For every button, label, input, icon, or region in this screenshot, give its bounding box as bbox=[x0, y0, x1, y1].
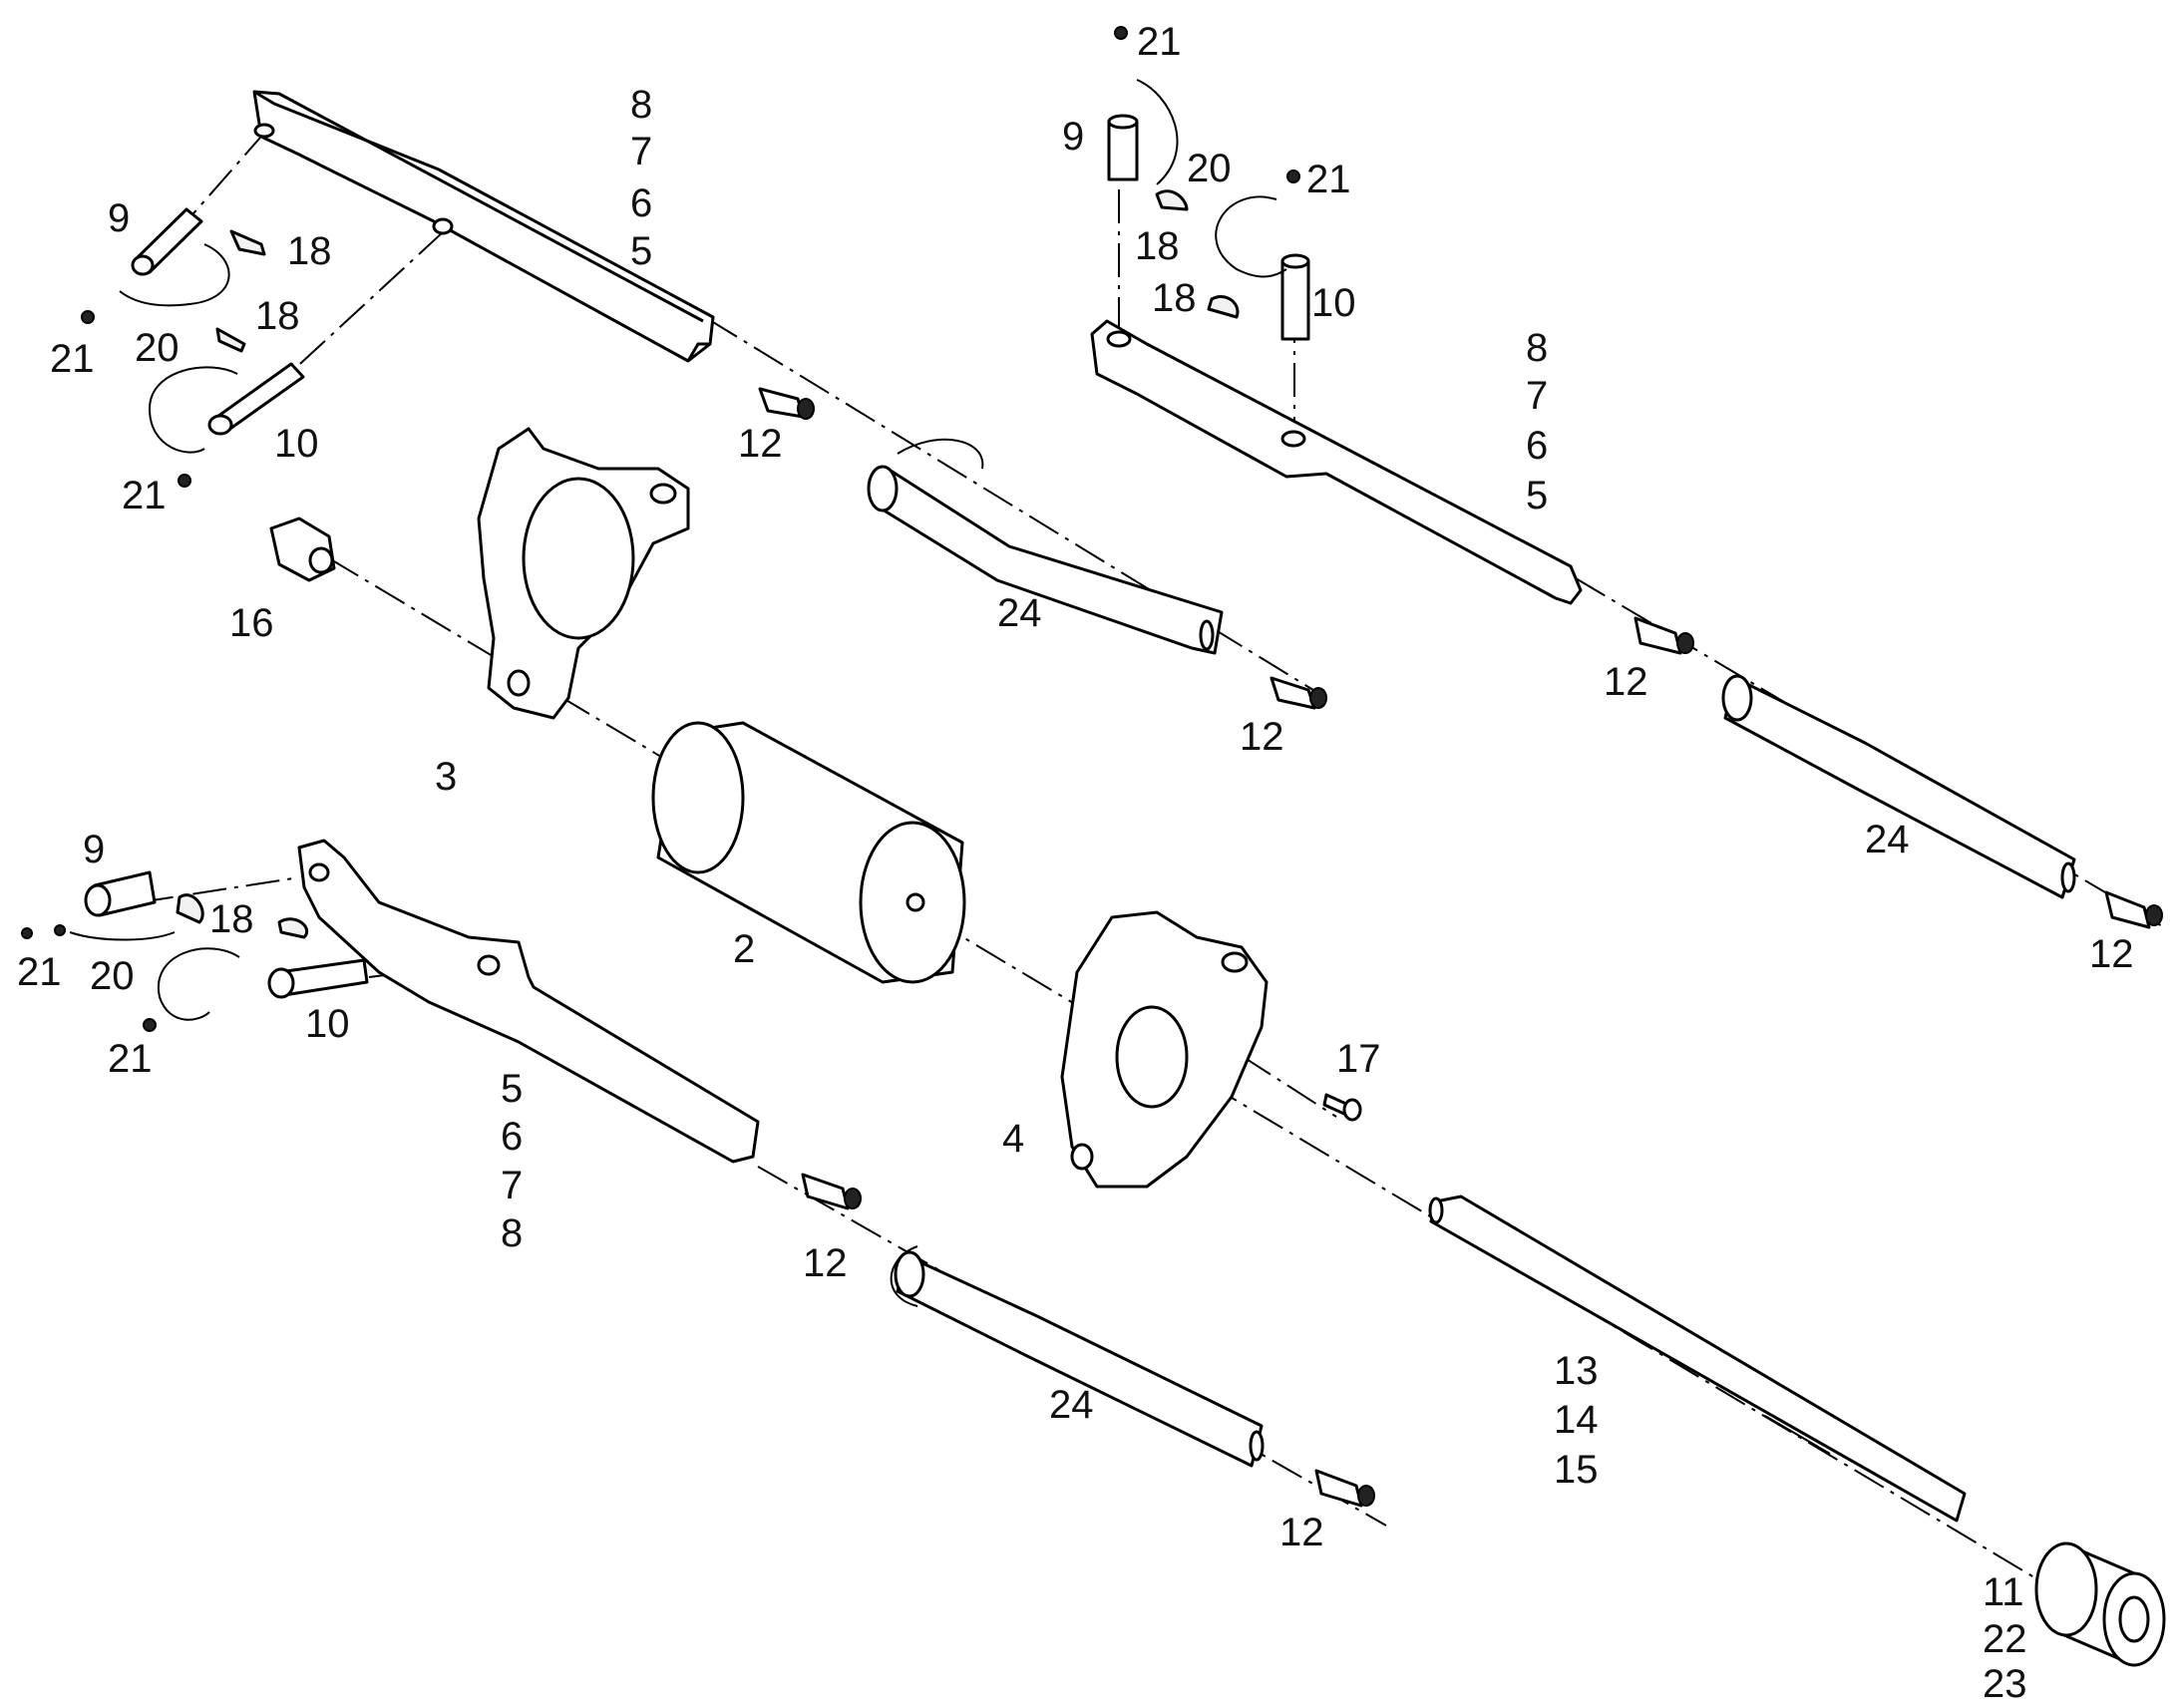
label-c1: 12 bbox=[738, 422, 783, 466]
label-k2: 17 bbox=[1336, 1037, 1381, 1081]
lever-arm-top-left bbox=[252, 90, 715, 363]
label-c3: 12 bbox=[1240, 715, 1284, 759]
label-i2: 6 bbox=[501, 1115, 523, 1159]
label-d3: 20 bbox=[1187, 147, 1232, 190]
lanyard-20-top-right bbox=[1136, 79, 1287, 278]
label-j3: 12 bbox=[1279, 1511, 1324, 1554]
label-l1: 13 bbox=[1554, 1349, 1599, 1393]
cylinder-24-bottom-center bbox=[890, 1245, 1265, 1468]
label-l3: 15 bbox=[1554, 1448, 1599, 1492]
screws-21-top-right bbox=[1114, 26, 1300, 183]
label-i1: 5 bbox=[501, 1067, 523, 1111]
label-b5: 21 bbox=[50, 337, 95, 381]
label-h6: 21 bbox=[108, 1037, 153, 1081]
label-m2: 22 bbox=[1983, 1617, 2027, 1661]
label-f3: 12 bbox=[2089, 932, 2134, 976]
label-j1: 12 bbox=[803, 1241, 848, 1285]
label-d7: 10 bbox=[1311, 281, 1356, 325]
nut-16 bbox=[269, 516, 336, 582]
fitting-12-bottom-b bbox=[1314, 1469, 1375, 1508]
part-labels: 8 7 6 5 9 18 18 20 21 10 21 12 24 12 21 … bbox=[17, 20, 2134, 1706]
label-m3: 23 bbox=[1983, 1662, 2027, 1706]
flange-4 bbox=[1060, 910, 1269, 1189]
clip-18-bottom-left bbox=[176, 893, 308, 939]
label-e2: 7 bbox=[1526, 374, 1548, 418]
label-i3: 7 bbox=[501, 1164, 523, 1207]
fitting-12-top-center-b bbox=[1270, 676, 1327, 710]
label-h2: 18 bbox=[209, 897, 254, 941]
label-d2: 9 bbox=[1062, 115, 1084, 159]
flange-3 bbox=[477, 427, 690, 720]
label-a2: 7 bbox=[630, 130, 652, 173]
label-h4: 20 bbox=[90, 954, 135, 998]
lever-arm-top-right bbox=[1090, 319, 1583, 605]
shaft-13 bbox=[1428, 1195, 1967, 1523]
label-m1: 11 bbox=[1983, 1570, 2024, 1614]
lanyard-20-bottom-left bbox=[69, 931, 240, 1021]
clip-18-top-left-b bbox=[215, 327, 246, 353]
label-g2: 3 bbox=[435, 755, 457, 799]
fitting-12-bottom-a bbox=[801, 1173, 862, 1210]
label-d6: 18 bbox=[1152, 276, 1197, 320]
label-a4: 5 bbox=[630, 229, 652, 273]
label-e4: 5 bbox=[1526, 474, 1548, 517]
label-a3: 6 bbox=[630, 181, 652, 225]
label-e3: 6 bbox=[1526, 424, 1548, 468]
label-b7: 21 bbox=[122, 474, 167, 517]
label-j2: 24 bbox=[1049, 1383, 1094, 1427]
screws-21-bottom-left bbox=[21, 924, 157, 1032]
clip-18-top-left-a bbox=[229, 229, 266, 256]
fitting-12-top-center-a bbox=[758, 387, 815, 420]
label-e1: 8 bbox=[1526, 326, 1548, 370]
label-h5: 10 bbox=[305, 1002, 350, 1046]
bushing-11 bbox=[2034, 1541, 2166, 1667]
label-b4: 20 bbox=[135, 326, 180, 370]
pin-9-top-left bbox=[131, 207, 203, 276]
screws-21-top-left bbox=[81, 310, 191, 488]
label-b2: 18 bbox=[287, 229, 332, 273]
lever-arm-bottom-left bbox=[297, 839, 760, 1164]
label-h1: 9 bbox=[83, 828, 105, 871]
label-h3: 21 bbox=[17, 950, 62, 994]
pin-10-bottom-left bbox=[267, 958, 369, 999]
pin-9-top-right bbox=[1107, 114, 1139, 181]
lanyard-20-top-left bbox=[119, 243, 238, 454]
pin-10-top-right bbox=[1280, 253, 1310, 341]
label-f2: 24 bbox=[1865, 818, 1910, 861]
label-d4: 21 bbox=[1306, 158, 1351, 201]
pin-9-bottom-left bbox=[84, 870, 157, 917]
fitting-12-right-b bbox=[2104, 890, 2163, 929]
label-g3: 2 bbox=[733, 927, 755, 971]
fitting-12-right-a bbox=[1634, 616, 1694, 655]
label-i4: 8 bbox=[501, 1211, 523, 1255]
label-c2: 24 bbox=[997, 591, 1042, 635]
label-k1: 4 bbox=[1002, 1117, 1024, 1161]
label-a1: 8 bbox=[630, 83, 652, 127]
motor-2 bbox=[651, 721, 966, 984]
screw-17 bbox=[1322, 1093, 1362, 1122]
cylinder-24-top-center bbox=[867, 438, 1224, 655]
label-b3: 18 bbox=[255, 294, 300, 338]
label-f1: 12 bbox=[1604, 660, 1648, 704]
label-d1: 21 bbox=[1137, 20, 1182, 64]
pin-10-top-left bbox=[207, 362, 305, 436]
cylinder-24-right bbox=[1721, 674, 2076, 899]
label-b1: 9 bbox=[108, 196, 130, 240]
label-l2: 14 bbox=[1554, 1398, 1599, 1442]
label-d5: 18 bbox=[1135, 224, 1180, 268]
label-b6: 10 bbox=[274, 422, 319, 466]
clip-18-top-right bbox=[1155, 189, 1240, 319]
label-g1: 16 bbox=[229, 601, 274, 645]
